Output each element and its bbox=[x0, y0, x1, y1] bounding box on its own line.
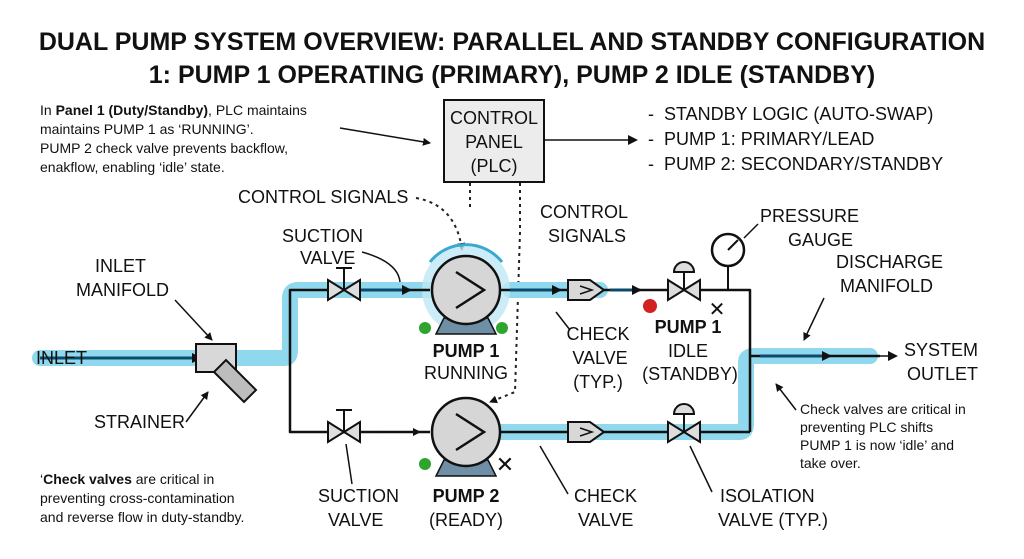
check-valve-bottom-leader bbox=[539, 445, 569, 495]
bottom-note-post: are critical in bbox=[132, 471, 214, 487]
control-signals-right-label-1: CONTROL bbox=[540, 202, 628, 222]
pump2-ready-led bbox=[419, 458, 431, 470]
pump1-running-led-right bbox=[496, 322, 508, 334]
logic-item-3: PUMP 2: SECONDARY/STANDBY bbox=[664, 154, 943, 174]
discharge-manifold-leader bbox=[803, 297, 825, 341]
bottom-note-line2: preventing cross-contamination bbox=[40, 490, 235, 506]
diagram-title-line1: DUAL PUMP SYSTEM OVERVIEW: PARALLEL AND … bbox=[39, 28, 985, 56]
intro-note-line2: maintains PUMP 1 as ‘RUNNING’. bbox=[40, 121, 254, 137]
bottom-note: ‘Check valves are critical in preventing… bbox=[40, 471, 244, 525]
discharge-manifold-label-1: DISCHARGE bbox=[836, 252, 943, 272]
check-valve-bottom-label-1: CHECK bbox=[574, 486, 637, 506]
pump-2-icon bbox=[430, 396, 502, 477]
right-note-line4: take over. bbox=[800, 455, 861, 471]
inlet-label: INLET bbox=[36, 348, 87, 368]
system-outlet-label-2: OUTLET bbox=[907, 364, 978, 384]
logic-list: - STANDBY LOGIC (AUTO-SWAP) - PUMP 1: PR… bbox=[648, 104, 943, 174]
check-valve-top-icon bbox=[567, 279, 606, 301]
suction-valve-bottom-icon bbox=[327, 409, 361, 444]
suction-top-leader bbox=[361, 251, 401, 283]
pump1-running-led-left bbox=[419, 322, 431, 334]
isolation-valve-label-1: ISOLATION bbox=[720, 486, 815, 506]
discharge-manifold-label-2: MANIFOLD bbox=[840, 276, 933, 296]
suction-valve-bottom-label-2: VALVE bbox=[328, 510, 383, 530]
suction-bottom-leader bbox=[345, 443, 353, 485]
isolation-valve-bottom-icon bbox=[667, 403, 701, 444]
logic-item-1-dash: - bbox=[648, 104, 654, 124]
check-valve-top-leader bbox=[555, 311, 571, 331]
isolation-valve-label-2: VALVE (TYP.) bbox=[718, 510, 828, 530]
pressure-gauge-label-1: PRESSURE bbox=[760, 206, 859, 226]
intro-note-pre: In bbox=[40, 102, 56, 118]
strainer-leader bbox=[185, 391, 209, 423]
control-signals-right-label-2: SIGNALS bbox=[548, 226, 626, 246]
pump1-idle-state-label-2: (STANDBY) bbox=[642, 364, 738, 384]
check-valve-top-label-1: CHECK bbox=[566, 324, 629, 344]
right-note-line2: preventing PLC shifts bbox=[800, 419, 933, 435]
svg-text:In Panel 1 (Duty/Standby), PLC: In Panel 1 (Duty/Standby), PLC maintains bbox=[40, 102, 307, 118]
pump1-idle-name-label: PUMP 1 bbox=[655, 317, 722, 337]
intro-note-post: , PLC maintains bbox=[208, 102, 307, 118]
intro-note-bold: Panel 1 (Duty/Standby) bbox=[56, 102, 208, 118]
control-panel-label-1: CONTROL bbox=[450, 108, 538, 128]
intro-note: In Panel 1 (Duty/Standby), PLC maintains… bbox=[40, 102, 307, 175]
isolation-x-mark-icon: ✕ bbox=[709, 299, 726, 321]
check-valve-bottom-icon bbox=[567, 421, 606, 443]
intro-note-line3: PUMP 2 check valve prevents backflow, bbox=[40, 140, 288, 156]
bottom-note-quote: ‘ bbox=[40, 471, 43, 487]
pump-1-icon bbox=[428, 243, 504, 335]
check-valve-top-label-3: (TYP.) bbox=[573, 372, 623, 392]
intro-note-leader bbox=[339, 127, 431, 146]
pump1-name-label: PUMP 1 bbox=[433, 341, 500, 361]
bottom-note-bold: Check valves bbox=[43, 471, 132, 487]
pressure-gauge-label-2: GAUGE bbox=[788, 230, 853, 250]
pressure-gauge-icon bbox=[710, 232, 746, 290]
control-panel-label-3: (PLC) bbox=[470, 156, 517, 176]
suction-valve-top-label-1: SUCTION bbox=[282, 226, 363, 246]
diagram-title-line2: 1: PUMP 1 OPERATING (PRIMARY), PUMP 2 ID… bbox=[149, 61, 875, 89]
logic-item-1: STANDBY LOGIC (AUTO-SWAP) bbox=[664, 104, 933, 124]
check-valve-top-label-2: VALVE bbox=[572, 348, 627, 368]
isolation-valve-top-icon bbox=[667, 261, 701, 302]
pump1-idle-state-label-1: IDLE bbox=[668, 341, 708, 361]
suction-valve-bottom-label-1: SUCTION bbox=[318, 486, 399, 506]
suction-valve-top-icon bbox=[327, 267, 361, 302]
pump2-name-label: PUMP 2 bbox=[433, 486, 500, 506]
logic-item-2: PUMP 1: PRIMARY/LEAD bbox=[664, 129, 874, 149]
right-note-line3: PUMP 1 is now ‘idle’ and bbox=[800, 437, 954, 453]
svg-text:‘Check valves are critical in: ‘Check valves are critical in bbox=[40, 471, 214, 487]
control-panel-label-2: PANEL bbox=[465, 132, 523, 152]
strainer-icon bbox=[195, 343, 258, 404]
pump2-state-label: (READY) bbox=[429, 510, 503, 530]
strainer-label: STRAINER bbox=[94, 412, 185, 432]
suction-valve-top-label-2: VALVE bbox=[300, 248, 355, 268]
inlet-manifold-label-2: MANIFOLD bbox=[76, 280, 169, 300]
pump1-state-label: RUNNING bbox=[424, 363, 508, 383]
logic-item-3-dash: - bbox=[648, 154, 654, 174]
right-note-line1: Check valves are critical in bbox=[800, 401, 966, 417]
control-panel-box bbox=[443, 99, 545, 183]
intro-note-line4: enakflow, enabling ‘idle’ state. bbox=[40, 159, 225, 175]
control-signals-left-label: CONTROL SIGNALS bbox=[238, 187, 408, 207]
check-valve-bottom-label-2: VALVE bbox=[578, 510, 633, 530]
logic-item-2-dash: - bbox=[648, 129, 654, 149]
right-note: Check valves are critical in preventing … bbox=[800, 401, 966, 471]
pressure-gauge-leader bbox=[743, 223, 759, 239]
pump1-idle-stop-led bbox=[643, 299, 657, 313]
right-note-leader bbox=[775, 383, 797, 411]
control-signal-line-pump1 bbox=[415, 197, 466, 251]
pump2-x-mark-icon: ✕ bbox=[496, 452, 514, 477]
bottom-note-line3: and reverse flow in duty-standby. bbox=[40, 509, 244, 525]
inlet-manifold-leader bbox=[174, 299, 213, 341]
inlet-manifold-label-1: INLET bbox=[95, 256, 146, 276]
isolation-valve-leader bbox=[689, 445, 713, 493]
system-outlet-label-1: SYSTEM bbox=[904, 340, 978, 360]
